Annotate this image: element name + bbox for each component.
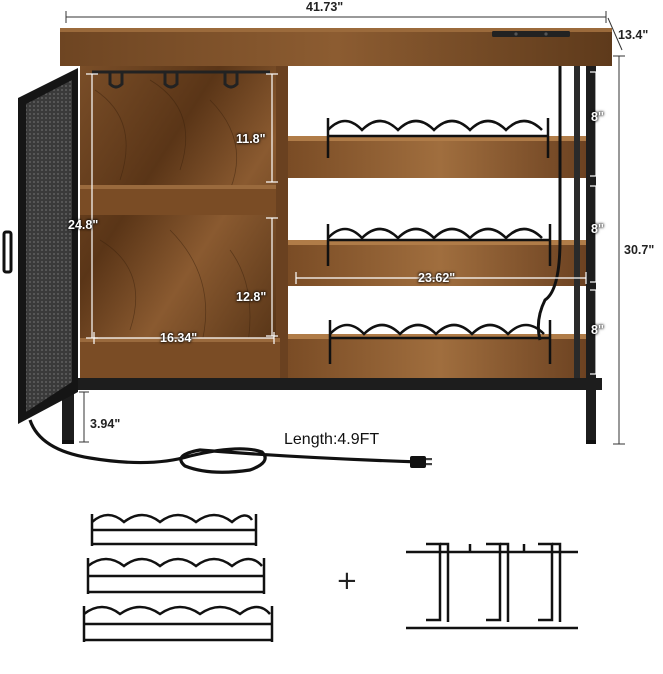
- wine-rack-bottom: [328, 320, 552, 364]
- cord-length-label: Length:4.9FT: [284, 431, 380, 448]
- cabinet-divider-panel: [276, 66, 288, 378]
- interior-dimension-lines: [86, 71, 602, 375]
- right-back-leg: [574, 66, 580, 378]
- glass-holder-accessory: [406, 542, 578, 630]
- power-cord: [28, 419, 421, 474]
- cabinet-interior: [80, 66, 280, 378]
- wine-shelves: [288, 136, 592, 378]
- depth-label: 13.4": [618, 28, 649, 42]
- cabinet-middle-shelf: [80, 185, 280, 215]
- bottom-rail: [62, 378, 602, 390]
- shelf-bottom: [288, 334, 592, 378]
- glass-holder-rack: [92, 70, 270, 89]
- door-handle: [2, 230, 13, 274]
- cabinet-bottom: [80, 338, 280, 378]
- power-outlet: [492, 31, 570, 37]
- leg-height-line: [79, 391, 89, 443]
- plus-icon: +: [336, 566, 358, 596]
- height-dimension-line: [613, 55, 625, 445]
- mesh-door: [2, 68, 78, 424]
- upper-compartment-label: 11.8": [236, 132, 266, 146]
- wine-rack-middle: [326, 224, 552, 266]
- shelf-gap-mid-label: 8": [591, 222, 604, 236]
- right-front-leg: [586, 66, 596, 444]
- wine-rack-accessory-2: [86, 557, 266, 594]
- height-label: 30.7": [624, 243, 655, 257]
- shelf-gap-top-label: 8": [591, 110, 604, 124]
- plug-icon: [410, 456, 432, 468]
- power-cord-back: [536, 66, 562, 341]
- lower-compartment-label: 12.8": [236, 290, 267, 304]
- depth-dimension-line: [607, 17, 623, 51]
- leg-height-label: 3.94": [90, 417, 121, 431]
- shelf-top: [288, 136, 592, 178]
- cabinet-width-label: 16.34": [160, 331, 198, 345]
- shelf-gap-bottom-label: 8": [591, 323, 604, 337]
- wine-rack-accessory-3: [82, 605, 274, 642]
- width-label: 41.73": [306, 0, 344, 14]
- wine-rack-accessory-1: [90, 513, 258, 546]
- wine-rack-top: [326, 118, 550, 158]
- width-dimension-line: [65, 11, 607, 23]
- cabinet-height-label: 24.8": [68, 218, 99, 232]
- shelf-width-label: 23.62": [418, 271, 456, 285]
